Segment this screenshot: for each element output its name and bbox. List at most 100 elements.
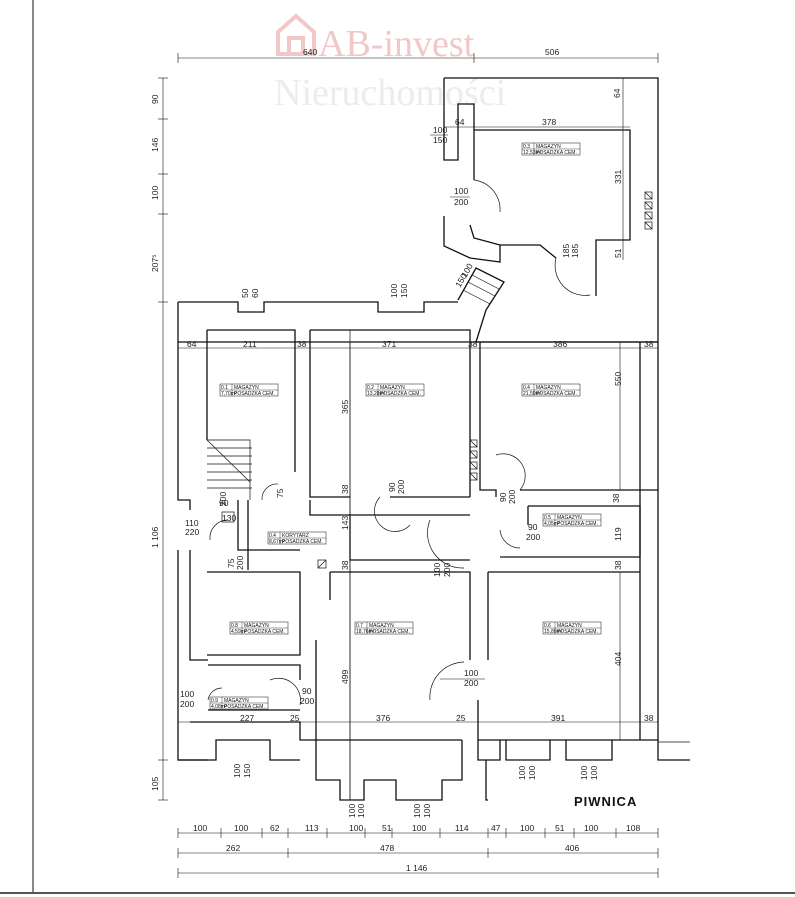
svg-text:38: 38 [297, 339, 307, 349]
left-dim-100: 100 [150, 186, 160, 200]
svg-text:378: 378 [542, 117, 556, 127]
svg-text:143: 143 [340, 516, 350, 530]
svg-text:POSADZKA CEM.: POSADZKA CEM. [536, 391, 577, 397]
vent-box-corridor [317, 559, 327, 569]
top-dimension: 640 506 [177, 47, 659, 63]
svg-text:100: 100 [356, 804, 366, 818]
room-labels: 0.1 MAGAZYN 7,70m² POSADZKA CEM. 0.2 MAG… [209, 142, 602, 710]
svg-text:4,08m²: 4,08m² [211, 704, 227, 710]
svg-text:100: 100 [347, 804, 357, 818]
svg-text:220: 220 [185, 527, 199, 537]
bottom-dim-12: 100 [584, 823, 598, 833]
svg-text:POSADZKA CEM.: POSADZKA CEM. [224, 704, 265, 710]
bottom-dim-13: 108 [626, 823, 640, 833]
bottom-dim-4: 113 [305, 823, 319, 833]
room-label-0-2: 0.2 MAGAZYN 13,28m² POSADZKA CEM. [365, 383, 425, 397]
svg-text:POSADZKA CEM.: POSADZKA CEM. [557, 521, 598, 527]
svg-text:MAGAZYN: MAGAZYN [380, 385, 405, 391]
svg-text:100: 100 [579, 766, 589, 780]
vent-boxes-center [469, 439, 478, 481]
svg-text:25: 25 [456, 713, 466, 723]
bottom-dim-5: 100 [349, 823, 363, 833]
svg-text:100: 100 [527, 766, 537, 780]
svg-text:90: 90 [498, 492, 508, 502]
svg-text:100: 100 [232, 764, 242, 778]
svg-text:21,50m²: 21,50m² [523, 391, 542, 397]
svg-text:90: 90 [219, 498, 229, 508]
svg-text:MAGAZYN: MAGAZYN [244, 623, 269, 629]
svg-text:365: 365 [340, 400, 350, 414]
svg-text:376: 376 [376, 713, 390, 723]
svg-text:331: 331 [613, 170, 623, 184]
room-label-0-5: 0.5 MAGAZYN 4,05m² POSADZKA CEM. [542, 513, 602, 527]
svg-text:200: 200 [300, 696, 314, 706]
svg-text:0.2: 0.2 [367, 385, 374, 391]
svg-text:386: 386 [553, 339, 567, 349]
svg-text:200: 200 [180, 699, 194, 709]
room-label-0-1: 0.1 MAGAZYN 7,70m² POSADZKA CEM. [219, 383, 279, 397]
svg-text:25: 25 [290, 713, 300, 723]
svg-text:12,53m²: 12,53m² [523, 150, 542, 156]
svg-text:75: 75 [226, 558, 236, 568]
svg-text:18,76m²: 18,76m² [356, 629, 375, 635]
svg-text:185: 185 [570, 244, 580, 258]
svg-text:8,67m²: 8,67m² [269, 539, 285, 545]
room-label-0-4: 0.4 MAGAZYN 21,50m² POSADZKA CEM. [521, 383, 581, 397]
svg-text:100: 100 [389, 284, 399, 298]
svg-text:51: 51 [613, 248, 623, 258]
svg-text:100: 100 [432, 563, 442, 577]
svg-text:4,59m²: 4,59m² [231, 629, 247, 635]
watermark-sub: Nieruchomości [274, 72, 506, 114]
bottom-dim-total: 1 146 [406, 863, 428, 873]
room-label-0-6: 0.6 MAGAZYN 15,80m² POSADZKA CEM. [542, 621, 602, 635]
interior-dimensions: 64 211 38 371 38 386 38 378 64 64 331 51… [178, 78, 658, 818]
svg-text:0.5: 0.5 [544, 515, 551, 521]
bottom-dim-1: 100 [193, 823, 207, 833]
svg-text:38: 38 [644, 339, 654, 349]
svg-text:0.7: 0.7 [356, 623, 363, 629]
svg-text:200: 200 [396, 480, 406, 494]
svg-text:MAGAZYN: MAGAZYN [369, 623, 394, 629]
bottom-dim-10: 100 [520, 823, 534, 833]
svg-text:100: 100 [422, 804, 432, 818]
svg-text:200: 200 [442, 563, 452, 577]
svg-text:100: 100 [464, 668, 478, 678]
room-label-0-7: 0.7 MAGAZYN 18,76m² POSADZKA CEM. [354, 621, 414, 635]
bottom-dim-8: 114 [455, 823, 469, 833]
svg-text:POSADZKA CEM.: POSADZKA CEM. [380, 391, 421, 397]
svg-text:MAGAZYN: MAGAZYN [536, 144, 561, 150]
left-dim-146: 146 [150, 138, 160, 152]
svg-text:0.4: 0.4 [269, 533, 276, 539]
svg-text:38: 38 [611, 493, 621, 503]
svg-text:38: 38 [613, 560, 623, 570]
svg-text:0.8: 0.8 [231, 623, 238, 629]
svg-text:185: 185 [561, 244, 571, 258]
svg-text:0.9: 0.9 [211, 698, 218, 704]
floor-title: PIWNICA [574, 794, 637, 809]
svg-text:100: 100 [412, 804, 422, 818]
svg-text:MAGAZYN: MAGAZYN [536, 385, 561, 391]
svg-text:0.1: 0.1 [221, 385, 228, 391]
svg-text:15,80m²: 15,80m² [544, 629, 563, 635]
svg-text:13,28m²: 13,28m² [367, 391, 386, 397]
svg-text:227: 227 [240, 713, 254, 723]
svg-text:POSADZKA CEM.: POSADZKA CEM. [244, 629, 285, 635]
svg-text:100: 100 [433, 125, 447, 135]
svg-text:391: 391 [551, 713, 565, 723]
svg-text:499: 499 [340, 670, 350, 684]
svg-text:64: 64 [612, 88, 622, 98]
bottom-dim-478: 478 [380, 843, 394, 853]
svg-text:200: 200 [454, 197, 468, 207]
svg-text:MAGAZYN: MAGAZYN [557, 623, 582, 629]
top-dim-506: 506 [545, 47, 559, 57]
svg-text:100: 100 [454, 186, 468, 196]
svg-text:150: 150 [242, 764, 252, 778]
svg-text:200: 200 [526, 532, 540, 542]
svg-text:100: 100 [589, 766, 599, 780]
svg-text:371: 371 [382, 339, 396, 349]
bottom-dim-7: 100 [412, 823, 426, 833]
walls [177, 77, 690, 801]
svg-text:150: 150 [399, 284, 409, 298]
watermark: AB-invest Nieruchomości [274, 13, 506, 114]
